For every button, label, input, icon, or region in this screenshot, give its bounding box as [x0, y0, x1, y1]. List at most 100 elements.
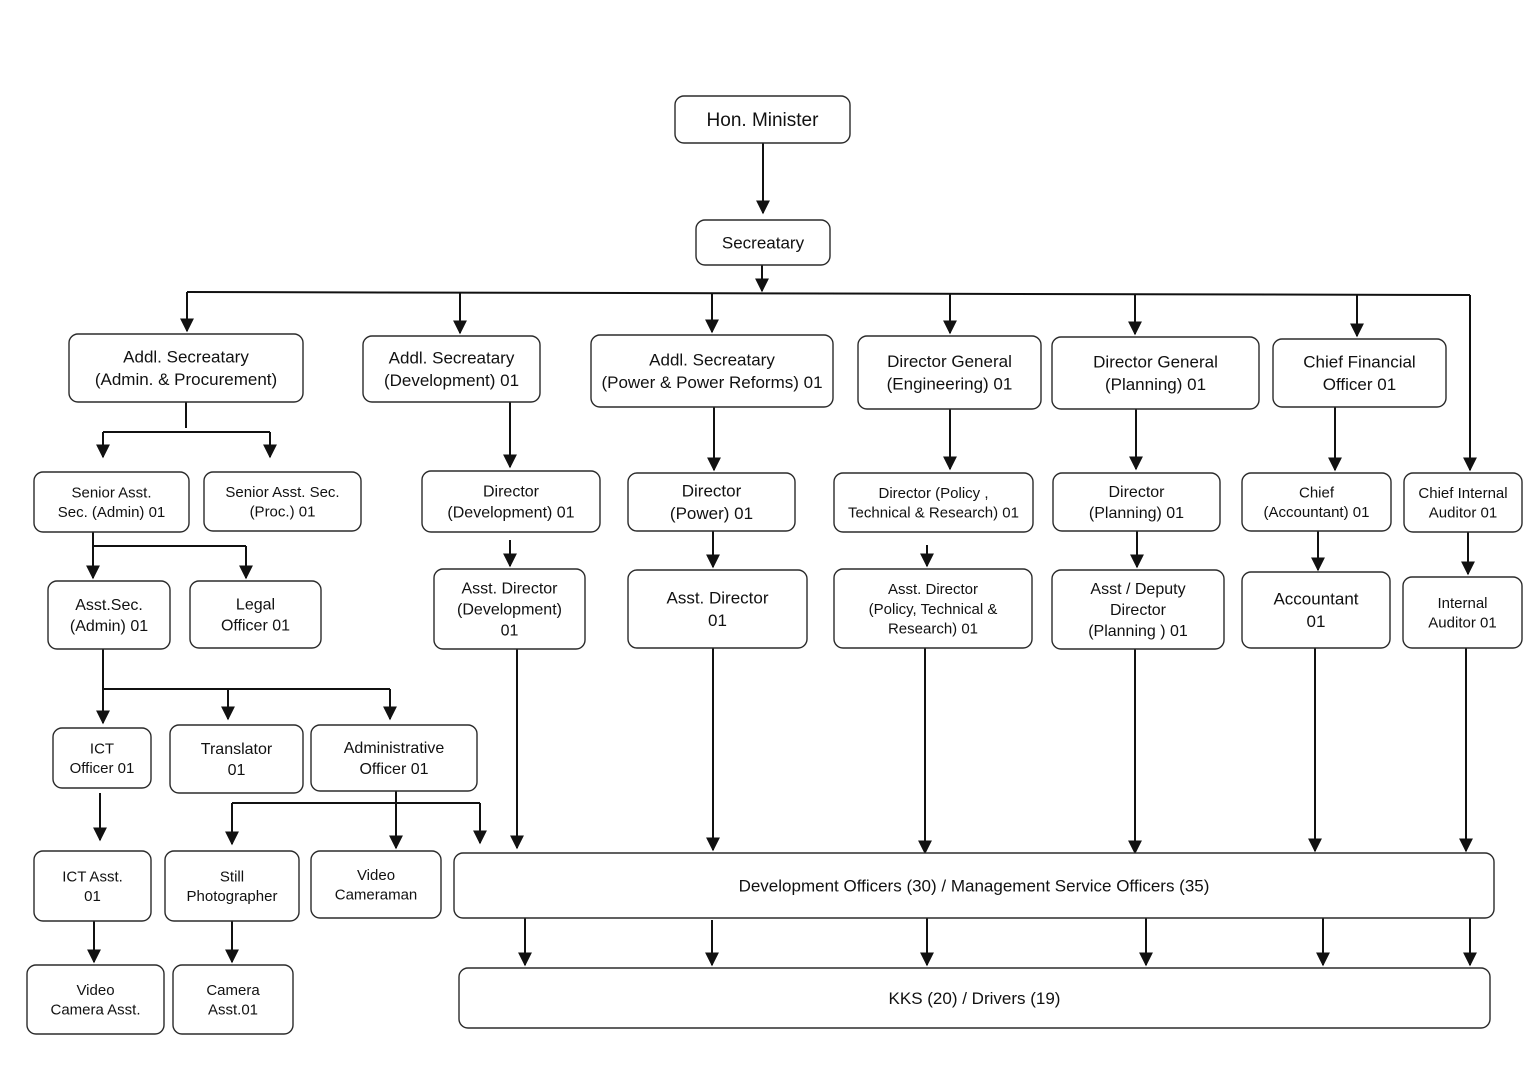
node-label-line: 01 [1307, 612, 1326, 631]
node-box [1241, 571, 1391, 649]
node-label-line: KKS (20) / Drivers (19) [889, 989, 1061, 1008]
node-label-line: Officer 01 [1323, 375, 1396, 394]
node-kks: KKS (20) / Drivers (19) [458, 967, 1491, 1029]
node-box [433, 568, 586, 650]
node-label-line: Auditor 01 [1429, 505, 1497, 522]
node-box [189, 580, 322, 649]
node-box [169, 724, 304, 794]
node-box [1051, 336, 1260, 410]
node-label-line: Administrative [344, 740, 445, 757]
node-label-line: Technical & Research) 01 [848, 505, 1019, 522]
node-label-line: Addl. Secreatary [389, 349, 515, 368]
node-label-line: 01 [84, 888, 101, 905]
node-asst-sec: Asst.Sec.(Admin) 01 [47, 580, 171, 650]
node-box [833, 568, 1033, 649]
node-label-line: Cameraman [335, 887, 418, 904]
node-translator: Translator 01 [169, 724, 304, 794]
node-label-line: Chief Financial [1303, 353, 1415, 372]
node-label-line: (Proc.) 01 [250, 504, 316, 521]
node-label-line: ICT Asst. [62, 868, 123, 885]
node-label-line: Asst. Director [666, 589, 768, 608]
node-box [68, 333, 304, 403]
node-box [26, 964, 165, 1035]
node-box [203, 471, 362, 532]
connector-lines [86, 143, 1477, 967]
node-box [1403, 472, 1523, 533]
node-label-line: Senior Asst. [71, 484, 151, 501]
node-label-line: Internal [1437, 595, 1487, 612]
node-secretary: Secreatary [695, 219, 831, 266]
node-label-line: Addl. Secreatary [123, 348, 249, 367]
node-box [362, 335, 541, 403]
node-label-line: (Development) 01 [384, 371, 519, 390]
node-label-line: Director [483, 484, 540, 501]
node-label-line: (Power) 01 [670, 504, 753, 523]
node-box [453, 852, 1495, 919]
node-label-line: Asst.01 [208, 1002, 258, 1019]
node-label-line: Senior Asst. Sec. [225, 484, 339, 501]
node-box [627, 472, 796, 532]
node-sas-admin: Senior Asst.Sec. (Admin) 01 [33, 471, 190, 533]
node-label-line: (Development) 01 [447, 505, 574, 522]
node-ad-dev: Asst. Director(Development)01 [433, 568, 586, 650]
node-as-dev: Addl. Secreatary (Development) 01 [362, 335, 541, 403]
node-label-line: Director [1108, 484, 1165, 501]
node-label-line: Officer 01 [221, 618, 290, 635]
node-label-line: (Admin. & Procurement) [95, 370, 277, 389]
node-label-line: Addl. Secreatary [649, 351, 775, 370]
node-label-line: Asst / Deputy [1090, 581, 1185, 598]
node-box [627, 569, 808, 649]
node-box [695, 219, 831, 266]
node-label-line: Hon. Minister [707, 110, 820, 131]
node-chief-acc: Chief (Accountant) 01 [1241, 472, 1392, 532]
node-label-line: Camera [206, 982, 260, 999]
node-box [33, 850, 152, 922]
node-label-line: (Accountant) 01 [1264, 504, 1370, 521]
node-label-line: 01 [501, 623, 519, 640]
node-box [421, 470, 601, 533]
node-dg-eng: Director General (Engineering) 01 [857, 335, 1042, 410]
node-label-line: (Planning) 01 [1105, 375, 1206, 394]
node-box [310, 850, 442, 919]
node-box [47, 580, 171, 650]
node-minister: Hon. Minister [674, 95, 851, 144]
node-label-line: Video [76, 982, 114, 999]
node-box [857, 335, 1042, 410]
node-label-line: Chief [1299, 484, 1335, 501]
node-label-line: Director General [887, 352, 1012, 371]
node-label-line: Translator [201, 741, 273, 758]
node-label-line: Officer 01 [359, 761, 428, 778]
node-label-line: Asst. Director [888, 581, 978, 598]
node-label-line: Chief Internal [1418, 485, 1507, 502]
node-box [1052, 472, 1221, 532]
node-label-line: Officer 01 [70, 760, 135, 777]
node-box [833, 472, 1034, 533]
node-box [164, 850, 300, 922]
node-dev-officers: Development Officers (30) / Management S… [453, 852, 1495, 919]
node-box [458, 967, 1491, 1029]
node-label-line: Director General [1093, 353, 1218, 372]
node-label-line: (Engineering) 01 [887, 375, 1013, 394]
node-label-line: 01 [228, 762, 246, 779]
node-box [310, 724, 478, 792]
node-label-line: (Planning ) 01 [1088, 623, 1188, 640]
node-dir-power: Director(Power) 01 [627, 472, 796, 532]
node-ict-asst: ICT Asst. 01 [33, 850, 152, 922]
node-label-line: Director (Policy , [878, 485, 988, 502]
node-sas-proc: Senior Asst. Sec. (Proc.) 01 [203, 471, 362, 532]
node-label-line: Camera Asst. [50, 1002, 140, 1019]
node-box [1241, 472, 1392, 532]
node-label-line: Research) 01 [888, 621, 978, 638]
node-as-admin: Addl. Secreatary (Admin. & Procurement) [68, 333, 304, 403]
